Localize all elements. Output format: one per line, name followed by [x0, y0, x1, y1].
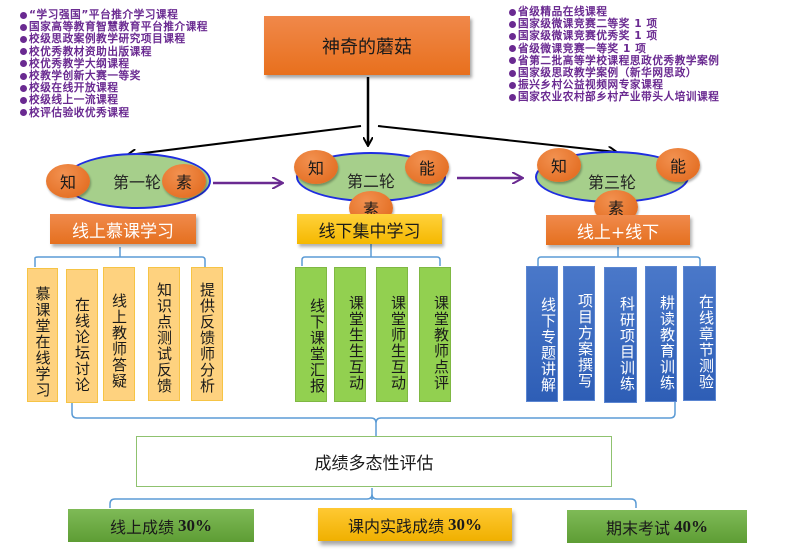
- list-item: 振兴乡村公益视频网专家课程: [509, 79, 720, 91]
- activity-card: 课堂生生互动: [334, 267, 366, 402]
- activity-card: 线下专题讲解: [526, 266, 558, 402]
- bullet-icon: [509, 8, 516, 16]
- activity-card: 在线论坛讨论: [66, 269, 98, 403]
- bullet-icon: [20, 11, 27, 19]
- bullet-icon: [509, 33, 516, 40]
- round-1-mode: 线上慕课学习: [50, 214, 196, 244]
- right-achievement-list: 省级精品在线课程 国家级微课竞赛二等奖 1 项 国家级微课竞赛优秀奖 1 项 省…: [509, 6, 720, 104]
- bullet-icon: [509, 94, 516, 102]
- round-3-badge-ability: 能: [656, 148, 700, 182]
- round-2-mode: 线下集中学习: [297, 214, 442, 244]
- activity-card: 课堂教师点评: [419, 267, 451, 402]
- bullet-icon: [509, 20, 516, 28]
- round-1-badge-quality: 素: [162, 164, 206, 198]
- activity-card: 线下课堂汇报: [295, 267, 327, 402]
- list-item: 省第二批高等学校课程思政优秀教学案例: [509, 55, 720, 67]
- list-item: 校优秀教学大纲课程: [20, 58, 208, 70]
- arrow-title-to-round3: [377, 125, 616, 152]
- list-item: “学习强国”平台推介学习课程: [20, 9, 208, 21]
- course-title-box: 神奇的蘑菇: [264, 16, 470, 75]
- activity-card: 慕课堂在线学习: [27, 268, 58, 402]
- round-2-label: 第二轮: [346, 172, 395, 191]
- activity-card: 科研项目训练: [604, 267, 637, 403]
- round-3-label: 第三轮: [587, 173, 636, 192]
- activity-card: 线上教师答疑: [103, 267, 135, 401]
- activity-card: 知识点测试反馈: [148, 267, 180, 401]
- bullet-icon: [20, 23, 27, 31]
- evaluation-box: 成绩多态性评估: [136, 436, 612, 487]
- list-item: 校级思政案例教学研究项目课程: [20, 33, 208, 45]
- list-item: 国家级微课竞赛优秀奖 1 项: [509, 30, 720, 42]
- activity-card: 提供反馈师分析: [191, 267, 223, 401]
- list-item: 国家级微课竞赛二等奖 1 项: [509, 18, 720, 30]
- course-title: 神奇的蘑菇: [322, 36, 412, 58]
- activity-card: 在线章节测验: [683, 266, 716, 401]
- bullet-icon: [509, 69, 516, 77]
- activity-card: 课堂师生互动: [376, 267, 408, 402]
- activity-card: 项目方案撰写: [563, 266, 595, 401]
- bullet-icon: [20, 72, 27, 80]
- bullet-icon: [20, 84, 27, 92]
- round-3-badge-knowledge: 知: [537, 148, 581, 182]
- round-2-badge-knowledge: 知: [294, 150, 338, 184]
- activity-card: 耕读教育训练: [645, 266, 677, 402]
- list-item: 国家级思政教学案例（新华网思政）: [509, 67, 720, 79]
- list-item: 国家农业农村部乡村产业带头人培训课程: [509, 91, 720, 103]
- round-2-badge-ability: 能: [405, 150, 449, 184]
- bullet-icon: [20, 36, 27, 43]
- bullet-icon: [20, 109, 27, 117]
- round-1-label: 第一轮: [112, 173, 161, 192]
- bullet-icon: [20, 60, 27, 68]
- list-item: 校级线上一流课程: [20, 94, 208, 106]
- bullet-icon: [509, 57, 516, 65]
- list-item: 校优秀教材资助出版课程: [20, 46, 208, 58]
- bullet-icon: [20, 97, 27, 105]
- list-item: 省级微课竞赛一等奖 1 项: [509, 43, 720, 55]
- list-item: 校教学创新大赛一等奖: [20, 70, 208, 82]
- list-item: 省级精品在线课程: [509, 6, 720, 18]
- evaluation-label: 成绩多态性评估: [314, 454, 434, 474]
- list-item: 国家高等教育智慧教育平台推介课程: [20, 21, 208, 33]
- round-3-mode: 线上+线下: [546, 215, 690, 245]
- round-1-badge-knowledge: 知: [46, 164, 90, 198]
- list-item: 校级在线开放课程: [20, 82, 208, 94]
- bullet-icon: [509, 45, 516, 53]
- left-achievement-list: “学习强国”平台推介学习课程 国家高等教育智慧教育平台推介课程 校级思政案例教学…: [20, 9, 208, 119]
- list-item: 校评估验收优秀课程: [20, 107, 208, 119]
- bullet-icon: [509, 81, 516, 89]
- arrow-title-to-round1: [128, 125, 362, 155]
- bullet-icon: [20, 48, 27, 56]
